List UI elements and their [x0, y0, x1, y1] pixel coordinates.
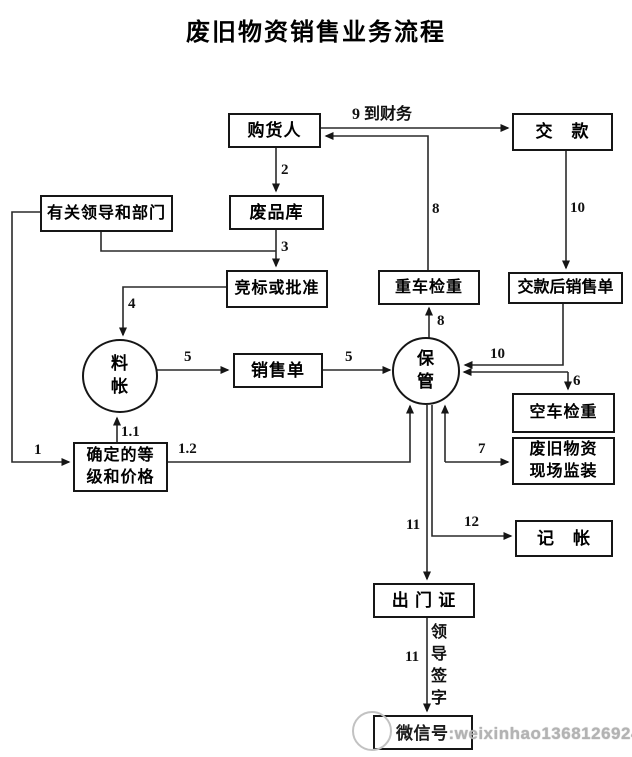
edge-1-line: [11, 211, 71, 466]
edge-label-11a: 11: [406, 517, 421, 533]
node-empty-check: 空车检重: [512, 393, 615, 433]
watermark-id: :weixinhao13681269248: [448, 724, 632, 743]
node-purchaser: 购货人: [228, 113, 321, 148]
edge-label-10a: 10: [570, 200, 585, 216]
node-site-loading: 废旧物资 现场监装: [512, 437, 615, 485]
node-leaders: 有关领导和部门: [40, 195, 173, 232]
edge-10b-line: [463, 304, 564, 369]
node-bookkeeping: 记 帐: [515, 520, 613, 557]
edge-label-12: 12: [464, 514, 479, 530]
page-title: 废旧物资销售业务流程: [186, 20, 446, 46]
edge-label-4: 4: [128, 296, 136, 312]
node-custody: 保 管: [392, 337, 460, 405]
watermark-logo-circle: [352, 711, 392, 751]
edge-label-11b: 11: [405, 649, 420, 665]
edge-label-8b: 8: [432, 201, 440, 217]
edge-label-5a: 5: [184, 349, 192, 365]
node-exit-pass: 出 门 证: [373, 583, 475, 618]
edge-label-8a: 8: [437, 313, 445, 329]
edge-label-10b: 10: [490, 346, 505, 362]
leader-signature-label: 领 导 签 字: [431, 624, 448, 708]
edge-8-return-line: [324, 132, 429, 270]
edge-leaders-join-line: [100, 232, 276, 252]
node-payment: 交 款: [512, 113, 613, 151]
edge-label-7: 7: [478, 441, 486, 457]
edge-label-2: 2: [281, 162, 289, 178]
node-waste-store: 废品库: [229, 195, 324, 230]
node-sales-order: 销售单: [233, 353, 323, 388]
node-grade-price: 确定的等 级和价格: [73, 442, 168, 492]
edge-label-3: 3: [281, 239, 289, 255]
node-material-account: 料 帐: [82, 339, 158, 413]
edge-label-6: 6: [573, 373, 581, 389]
node-bidding: 竞标或批准: [226, 270, 328, 308]
watermark-text: 微信号:weixinhao13681269248: [396, 719, 632, 744]
edge-label-1: 1: [34, 442, 42, 458]
edge-label-5b: 5: [345, 349, 353, 365]
edge-4-line: [119, 286, 226, 337]
edge-label-9: 9 到财务: [352, 106, 413, 123]
node-paid-sales-order: 交款后销售单: [508, 272, 623, 304]
edge-1-2-line: [168, 404, 414, 463]
edge-12-line: [431, 405, 513, 540]
edge-label-1-2: 1.2: [178, 441, 197, 457]
node-loaded-check: 重车检重: [378, 270, 480, 305]
watermark-prefix: 微信号: [396, 724, 449, 743]
edge-label-1-1: 1.1: [121, 424, 140, 440]
